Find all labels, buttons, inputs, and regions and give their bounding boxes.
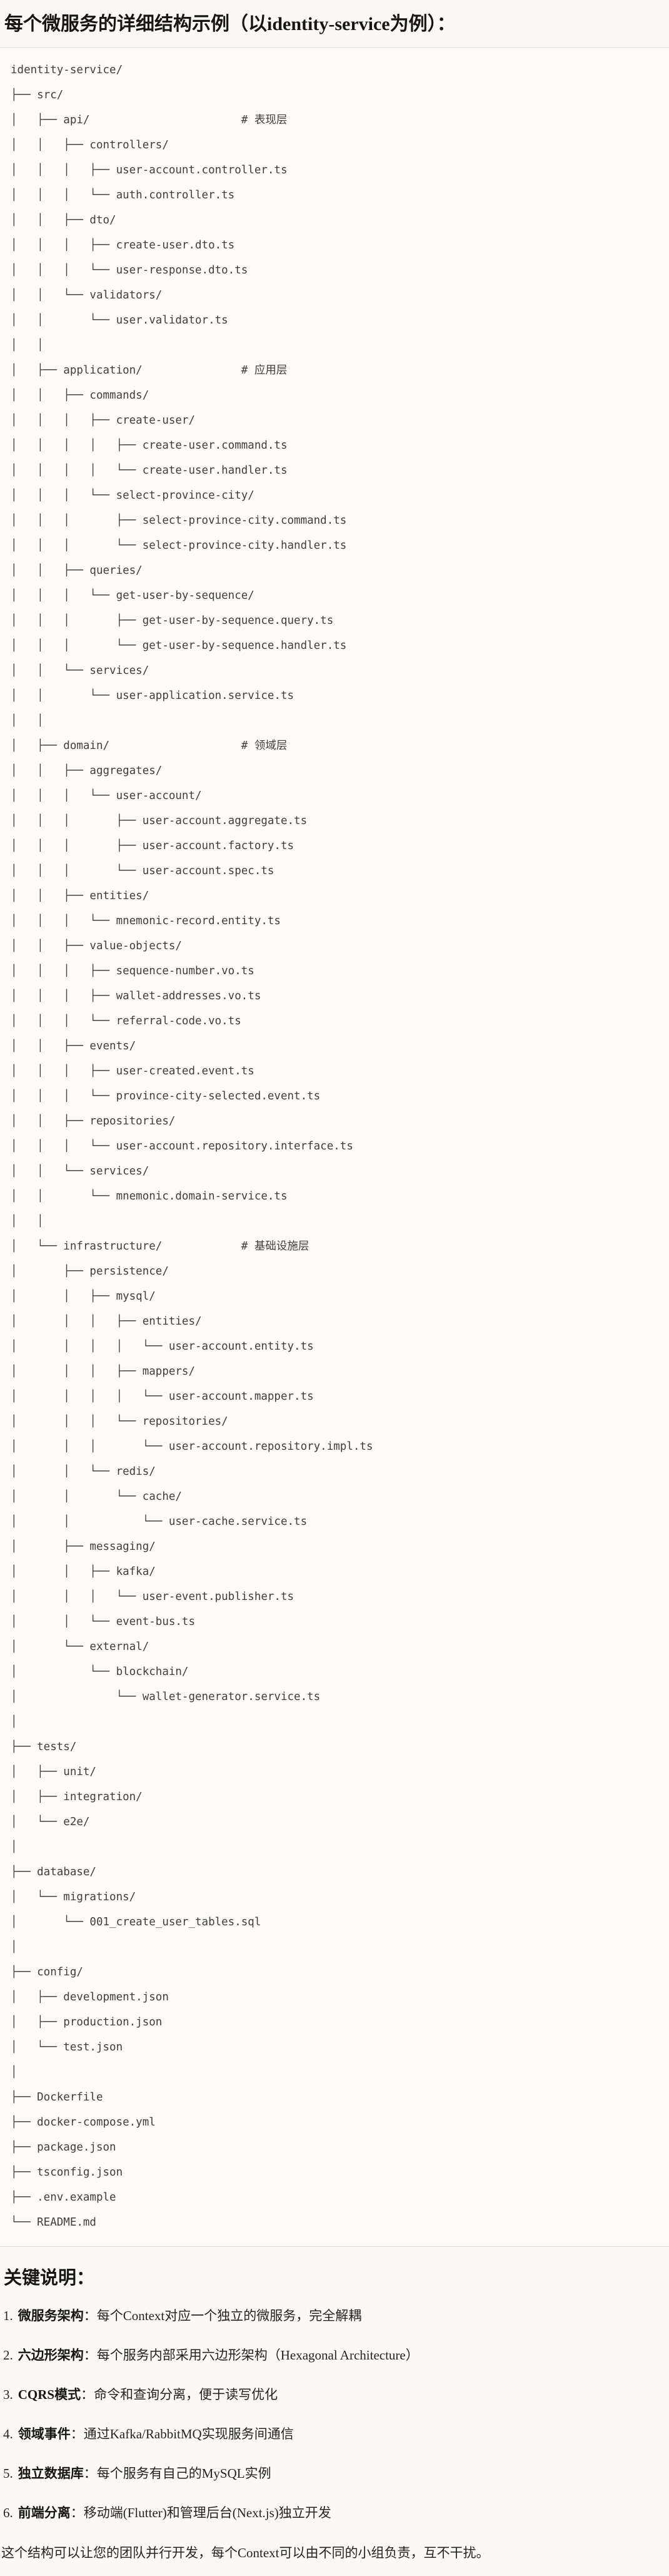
note-item-domain-events: 4. 领域事件：通过Kafka/RabbitMQ实现服务间通信 <box>3 2425 669 2443</box>
note-number: 5. <box>3 2466 13 2482</box>
note-description: 每个服务有自己的MySQL实例 <box>96 2466 271 2482</box>
note-description: 每个服务内部采用六边形架构（Hexagonal Architecture） <box>96 2348 419 2363</box>
note-description: 移动端(Flutter)和管理后台(Next.js)独立开发 <box>83 2505 331 2521</box>
note-term: 微服务架构 <box>18 2308 84 2324</box>
note-colon: ： <box>70 2505 84 2521</box>
notes-list: 1.微服务架构：每个Context对应一个独立的微服务，完全解耦 2.六边形架构… <box>0 2306 669 2522</box>
note-colon: ： <box>83 2308 97 2324</box>
note-term: 六边形架构 <box>18 2348 84 2363</box>
page-title: 每个微服务的详细结构示例（以identity-service为例）： <box>4 14 456 34</box>
note-description: 命令和查询分离，便于读写优化 <box>94 2387 278 2403</box>
note-colon: ： <box>81 2387 94 2403</box>
note-colon: ： <box>83 2466 97 2482</box>
note-term: 领域事件 <box>18 2426 71 2442</box>
notes-heading: 关键说明： <box>4 2268 95 2288</box>
code-block: identity-service/ ├── src/ │ ├── api/ # … <box>0 46 669 2247</box>
note-item-cqrs-pattern: 3. CQRS模式：命令和查询分离，便于读写优化 <box>3 2385 669 2404</box>
note-number: 6. <box>3 2505 13 2521</box>
note-number: 2. <box>3 2348 13 2363</box>
note-item-microservice-architecture: 1. 微服务架构：每个Context对应一个独立的微服务，完全解耦 <box>3 2306 669 2325</box>
note-item-frontend-separation: 6. 前端分离：移动端(Flutter)和管理后台(Next.js)独立开发 <box>3 2503 669 2522</box>
note-item-hexagonal-architecture: 2. 六边形架构：每个服务内部采用六边形架构（Hexagonal Architec… <box>3 2346 669 2365</box>
note-number: 3. <box>3 2387 13 2403</box>
note-term: CQRS模式 <box>18 2387 81 2403</box>
note-colon: ： <box>83 2348 97 2363</box>
note-number: 4. <box>3 2426 13 2442</box>
note-description: 通过Kafka/RabbitMQ实现服务间通信 <box>83 2426 294 2442</box>
closing-paragraph: 这个结构可以让您的团队并行开发，每个Context可以由不同的小组负责，互不干扰… <box>1 2545 490 2561</box>
file-tree: identity-service/ ├── src/ │ ├── api/ # … <box>11 63 373 2229</box>
note-item-independent-database: 5. 独立数据库：每个服务有自己的MySQL实例 <box>3 2464 669 2483</box>
note-colon: ： <box>70 2426 84 2442</box>
note-number: 1. <box>3 2308 13 2324</box>
note-term: 独立数据库 <box>18 2466 84 2482</box>
note-term: 前端分离 <box>18 2505 71 2521</box>
note-description: 每个Context对应一个独立的微服务，完全解耦 <box>96 2308 362 2324</box>
